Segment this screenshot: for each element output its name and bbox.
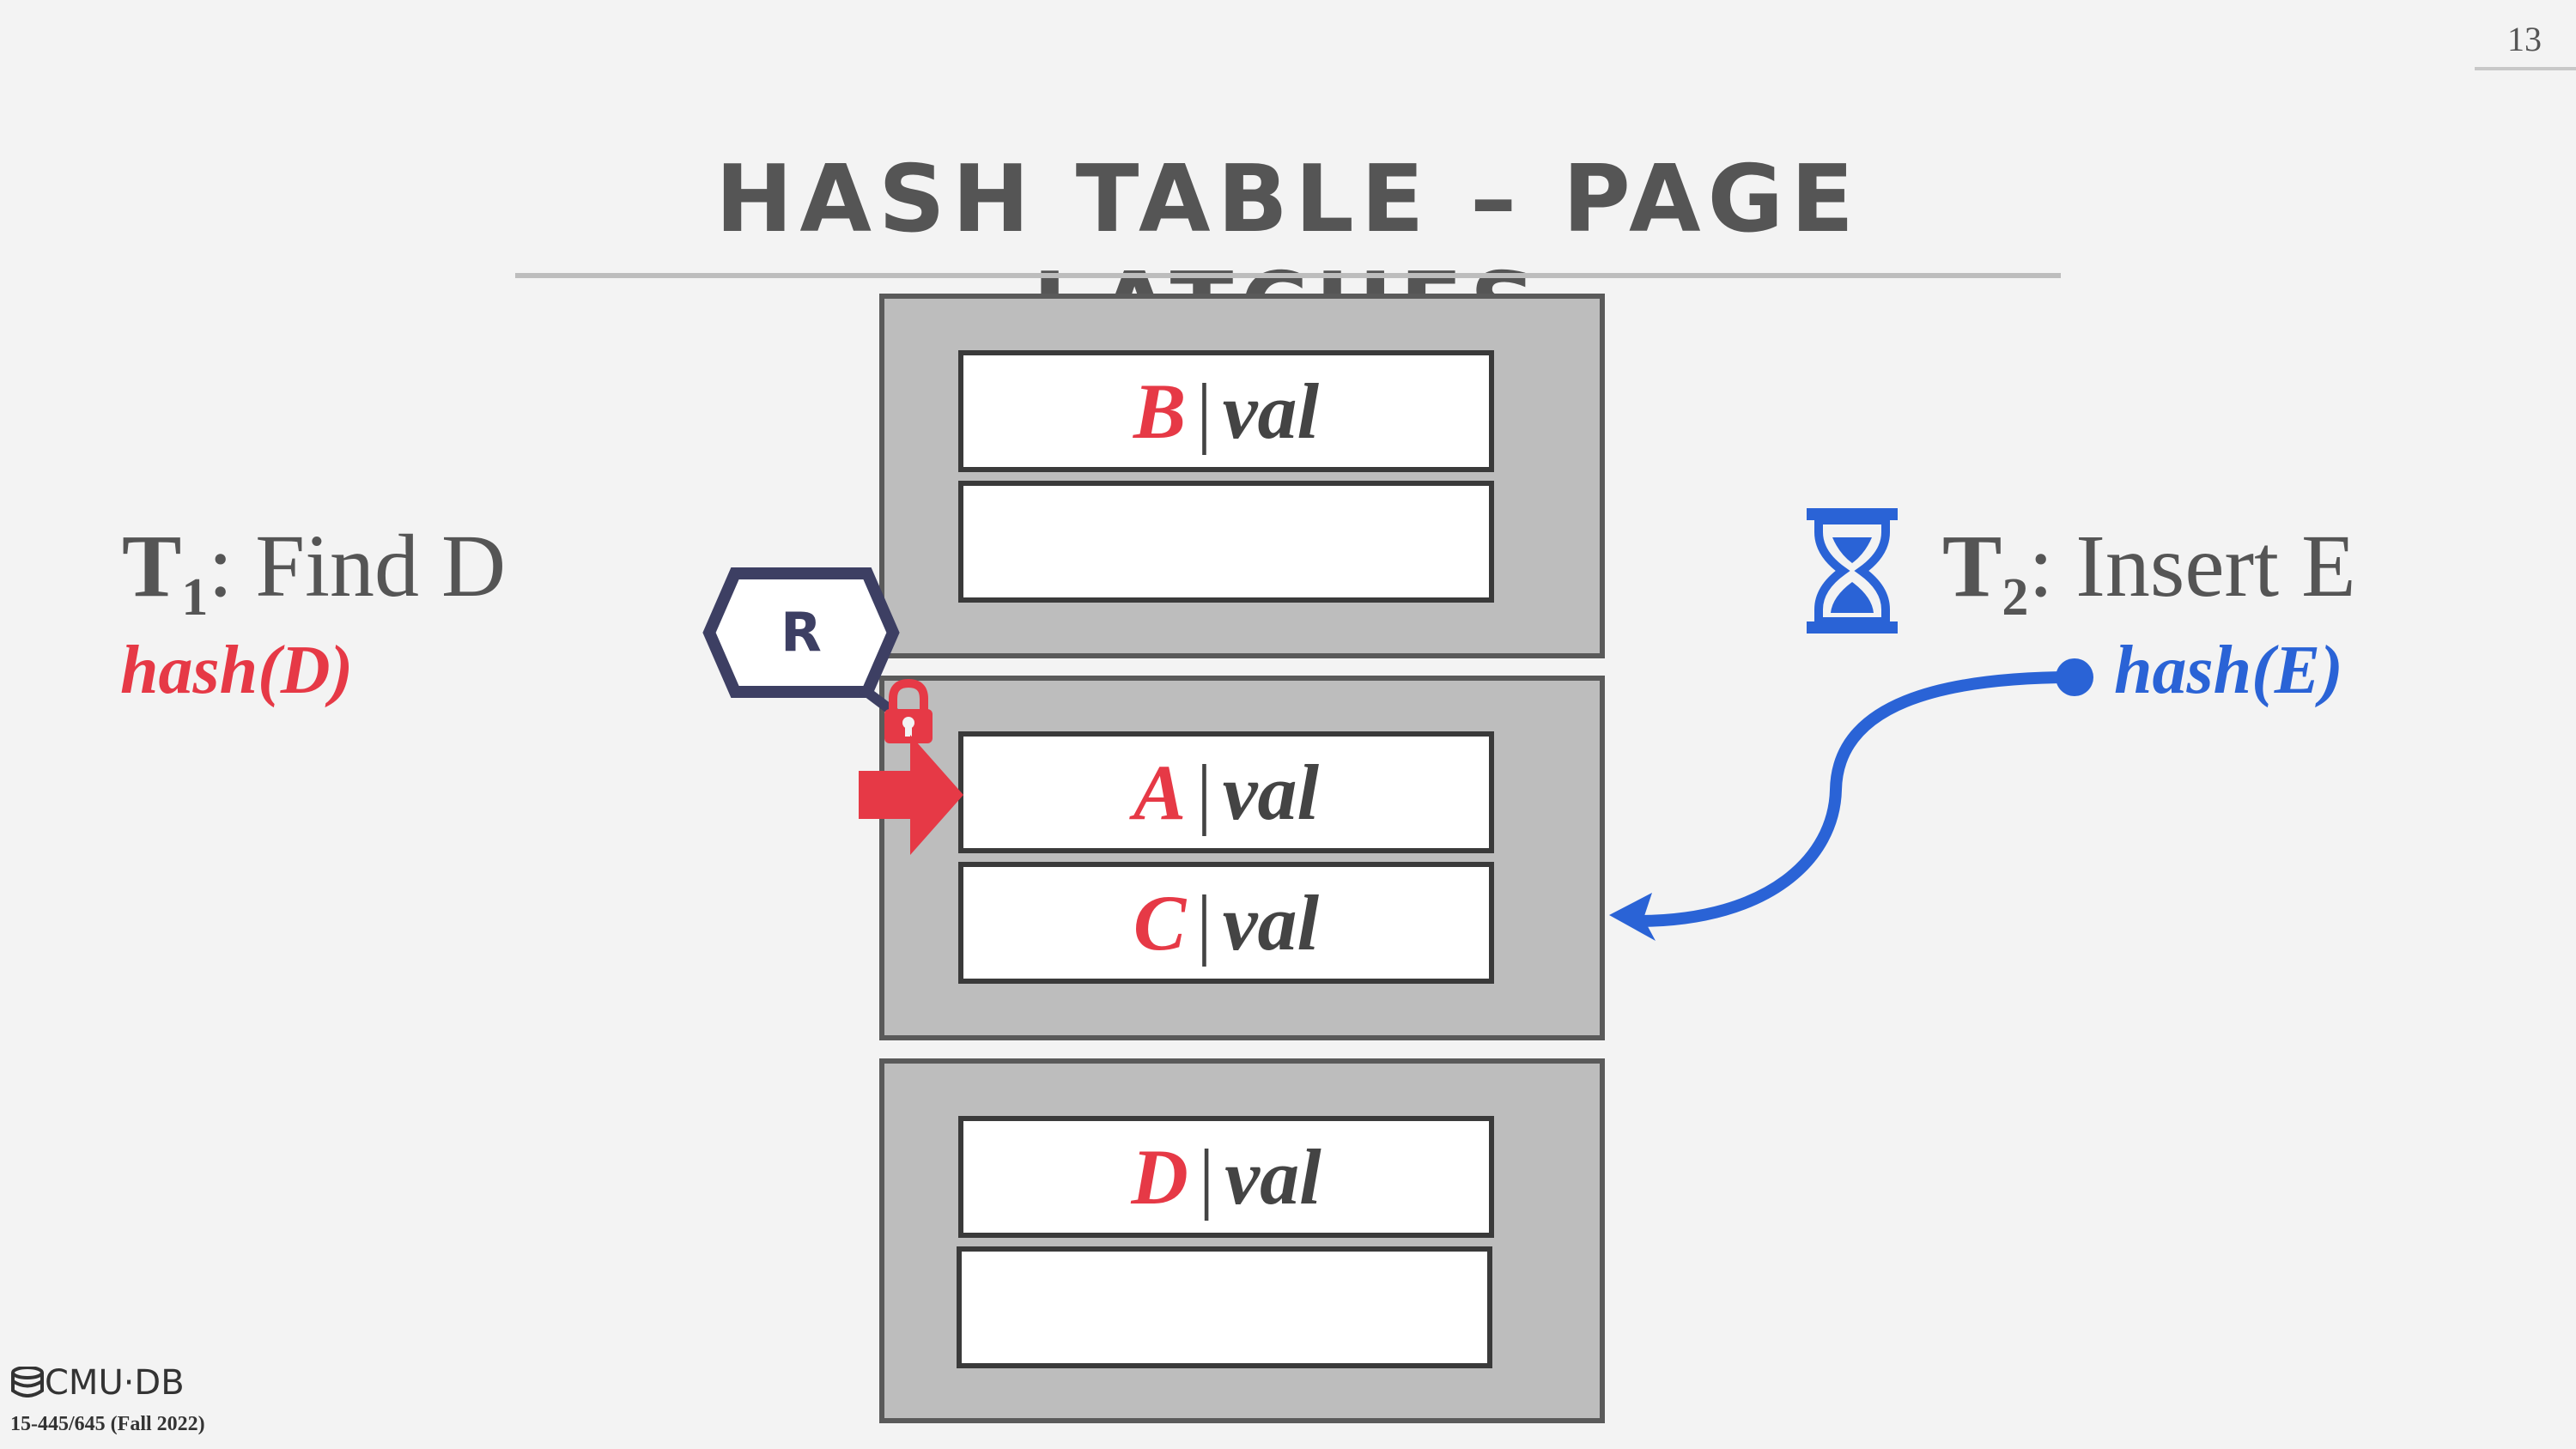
slot-separator: | — [1198, 1133, 1215, 1221]
hash-page-3 — [879, 1058, 1605, 1423]
title-divider — [515, 273, 2061, 278]
hash-page-2 — [879, 676, 1605, 1040]
t2-subscript: 2 — [2002, 568, 2029, 627]
logo-text: CMU·DB — [45, 1363, 185, 1403]
slot-value: val — [1222, 879, 1320, 967]
slot-key: D — [1131, 1133, 1188, 1221]
t1-operation: : Find D — [208, 517, 507, 615]
lock-icon — [884, 678, 933, 743]
arrow-right-icon — [859, 735, 963, 855]
slot-value: val — [1224, 1133, 1321, 1221]
hash-slot: B|val — [958, 350, 1494, 472]
slot-separator: | — [1196, 367, 1212, 455]
hash-e-pointer-arrow — [1609, 658, 2093, 941]
slot-value: val — [1222, 749, 1320, 836]
hash-page-1 — [879, 294, 1605, 658]
slide-number-divider — [2475, 67, 2576, 70]
slot-value: val — [1222, 367, 1320, 455]
t2-label: T2: Insert E — [1942, 515, 2356, 628]
slot-separator: | — [1196, 749, 1212, 836]
hash-slot: C|val — [958, 862, 1494, 984]
cmu-db-logo: CMU·DB — [10, 1363, 185, 1403]
slot-key: A — [1133, 749, 1187, 836]
latch-mode: R — [781, 601, 822, 664]
t1-name: T — [122, 517, 182, 615]
t2-name: T — [1942, 517, 2002, 615]
hourglass-icon — [1807, 508, 1898, 634]
t1-subscript: 1 — [181, 568, 209, 627]
course-label: 15-445/645 (Fall 2022) — [10, 1413, 205, 1435]
read-latch-badge: R — [702, 567, 900, 698]
database-icon — [11, 1366, 44, 1397]
hash-slot-empty — [958, 481, 1494, 603]
t1-hash: hash(D) — [120, 633, 354, 708]
hash-slot: D|val — [958, 1116, 1494, 1238]
slot-key: B — [1133, 367, 1187, 455]
t1-label: T1: Find D — [122, 515, 506, 628]
hash-slot-empty — [957, 1246, 1492, 1368]
slide-number: 13 — [2507, 20, 2542, 58]
slot-separator: | — [1196, 879, 1212, 967]
slot-key: C — [1133, 879, 1187, 967]
t2-operation: : Insert E — [2028, 517, 2356, 615]
hash-slot: A|val — [958, 731, 1494, 853]
t2-hash: hash(E) — [2114, 633, 2343, 708]
